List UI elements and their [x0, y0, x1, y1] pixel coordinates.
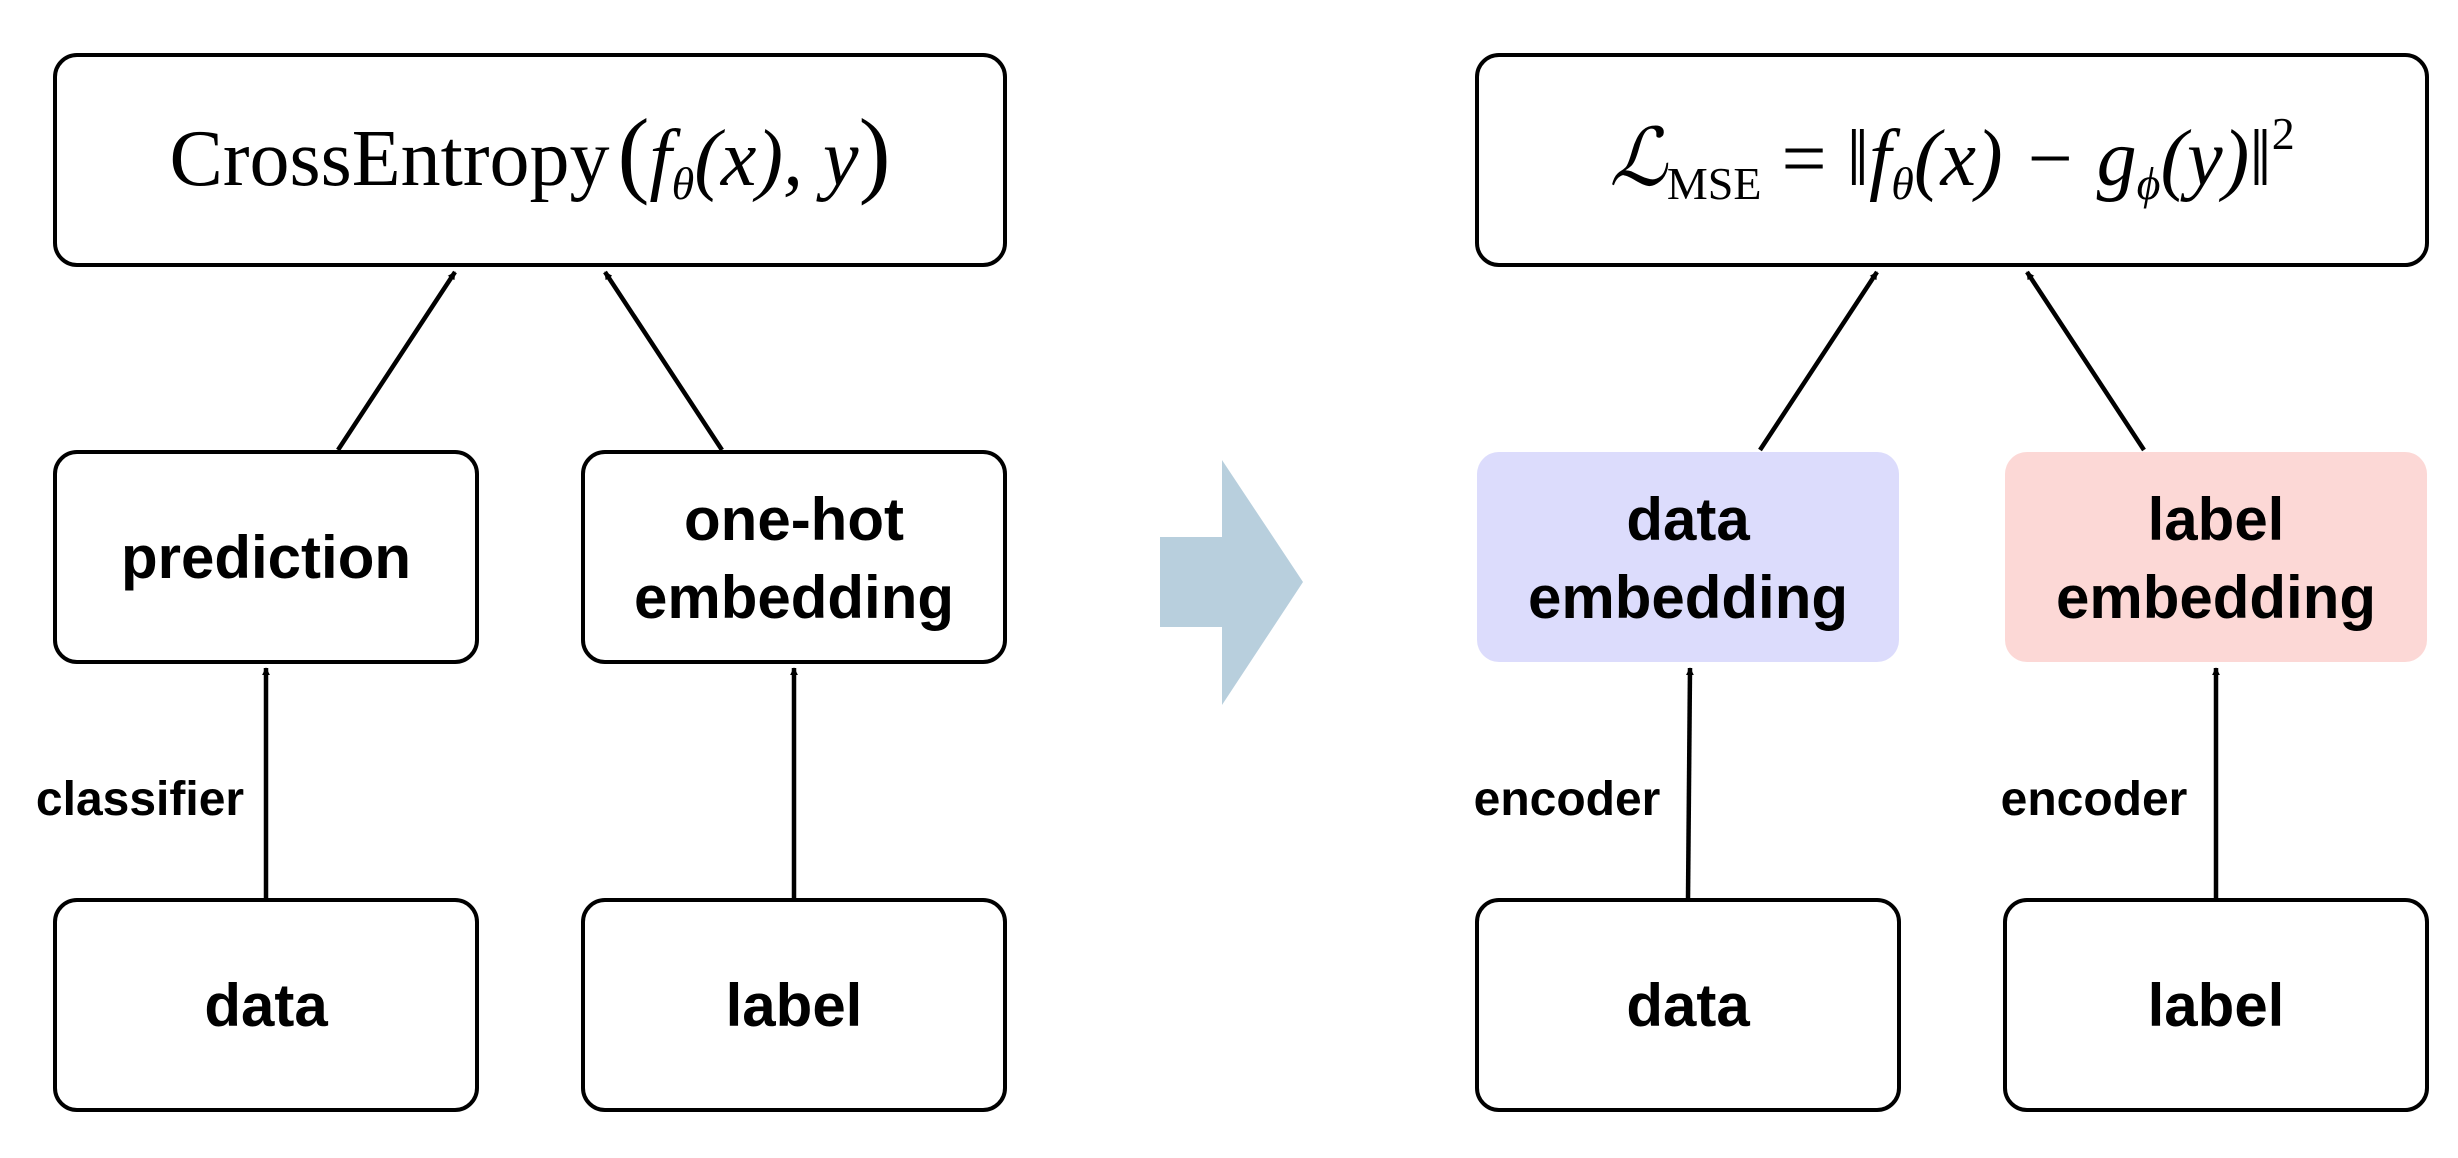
right-label-box: label	[2003, 898, 2429, 1112]
left-label-label: label	[726, 972, 863, 1039]
right-data-label: data	[1626, 972, 1750, 1039]
mse-loss-box: ℒMSE = ‖fθ(x) − gϕ(y)‖2	[1475, 53, 2429, 267]
one-hot-embedding-box: one-hot embedding	[581, 450, 1007, 664]
arrow-data-embedding-to-loss	[1758, 270, 1879, 452]
formula-theta: θ	[672, 158, 695, 209]
formula-mse-subscript: MSE	[1667, 158, 1762, 209]
prediction-box: prediction	[53, 450, 479, 664]
right-panel: ℒMSE = ‖fθ(x) − gϕ(y)‖2 data embedding l…	[1474, 53, 2429, 1112]
prediction-frame	[53, 450, 479, 664]
one-hot-label-line2: embedding	[634, 564, 954, 631]
arrow-prediction-to-loss	[336, 270, 457, 452]
arrow-onehot-to-loss	[603, 270, 724, 452]
right-label-label: label	[2148, 972, 2285, 1039]
mse-formula: ℒMSE = ‖fθ(x) − gϕ(y)‖2	[1609, 108, 2294, 209]
mse-loss-frame	[1475, 53, 2429, 267]
prediction-label: prediction	[121, 524, 411, 591]
data-embedding-label-line2: embedding	[1528, 564, 1848, 631]
left-data-label: data	[204, 972, 328, 1039]
formula-theta: θ	[1891, 158, 1914, 209]
formula-g: g	[2097, 115, 2137, 203]
left-data-box: data	[53, 898, 479, 1112]
formula-phi: ϕ	[2137, 158, 2161, 209]
formula-end: (y)‖	[2160, 115, 2271, 203]
formula-open-paren: (	[617, 99, 649, 206]
left-label-box: label	[581, 898, 1007, 1112]
one-hot-label-line1: one-hot	[684, 486, 904, 553]
cross-entropy-loss-frame	[53, 53, 1007, 267]
data-embedding-frame	[1477, 452, 1899, 662]
encoder-label-left: encoder	[1474, 773, 1661, 826]
formula-prefix: CrossEntropy	[169, 115, 609, 203]
label-embedding-box: label embedding	[2005, 452, 2427, 662]
formula-close-paren: )	[859, 99, 891, 206]
cross-entropy-loss-box: CrossEntropy(fθ(x), y)	[53, 53, 1007, 267]
transition-arrow-icon	[1160, 460, 1303, 705]
cross-entropy-formula: CrossEntropy(fθ(x), y)	[169, 99, 890, 209]
right-data-box: data	[1475, 898, 1901, 1112]
formula-power: 2	[2272, 108, 2295, 159]
formula-equals-norm: = ‖	[1761, 115, 1869, 203]
arrow-data-to-data-embedding	[1685, 667, 1694, 901]
left-panel: CrossEntropy(fθ(x), y) prediction one-ho…	[36, 53, 1007, 1112]
one-hot-embedding-frame	[581, 450, 1007, 664]
data-embedding-box: data embedding	[1477, 452, 1899, 662]
arrow-label-embedding-to-loss	[2025, 270, 2146, 452]
label-embedding-label-line2: embedding	[2056, 564, 2376, 631]
label-embedding-frame	[2005, 452, 2427, 662]
label-embedding-label-line1: label	[2148, 486, 2285, 553]
data-embedding-label-line1: data	[1626, 486, 1750, 553]
formula-mid: (x) −	[1914, 115, 2097, 203]
formula-args: (x), y	[694, 115, 859, 203]
formula-script-l: ℒ	[1609, 115, 1668, 203]
encoder-label-right: encoder	[2001, 773, 2188, 826]
classifier-label: classifier	[36, 773, 244, 826]
